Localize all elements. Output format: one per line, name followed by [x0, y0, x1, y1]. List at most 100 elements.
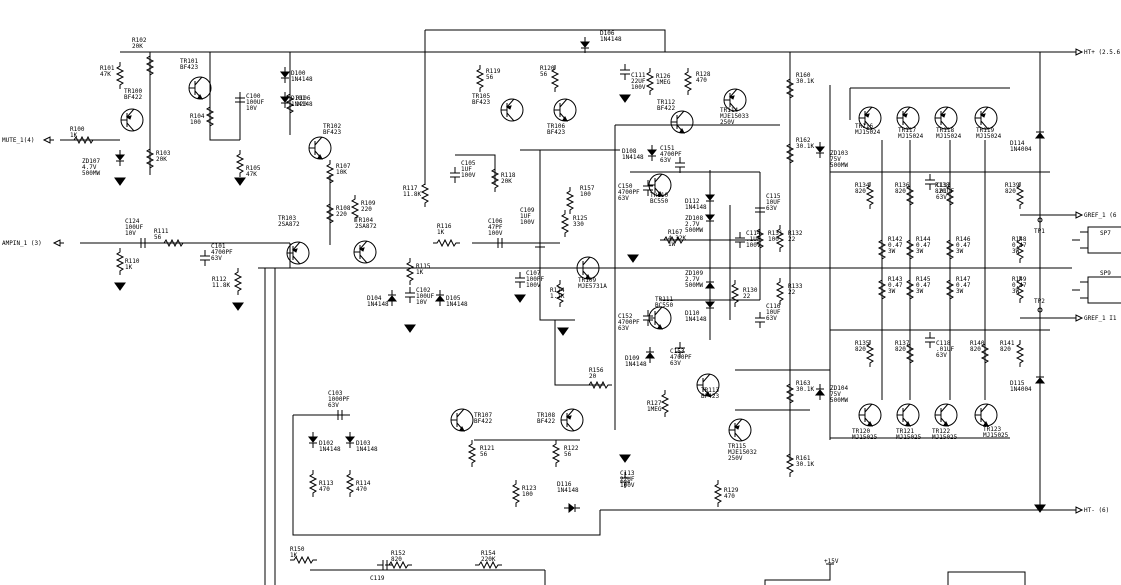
capacitor-ref: C114	[746, 230, 761, 237]
port-ht-plus: HT+ (2.5.6	[1071, 48, 1121, 56]
resistor-ref: R157	[580, 185, 595, 192]
resistor-value: 30.1K	[796, 143, 814, 150]
resistor-value: 0.47	[888, 242, 903, 249]
resistor-ref: R154	[481, 550, 496, 557]
transistor-ref: TR116	[855, 123, 873, 130]
resistor-ref: R124	[550, 287, 565, 294]
capacitor-ref: C111	[631, 72, 646, 79]
port-ampin: AMPIN_1 (3)	[2, 239, 65, 247]
resistor-ref: R149	[1012, 276, 1027, 283]
resistor-value: 0.47	[956, 282, 971, 289]
resistor-value: 470	[356, 486, 367, 493]
resistor-ref: R113	[319, 480, 334, 487]
tp2-label: TP2	[1034, 298, 1045, 305]
ground-icon	[234, 177, 246, 186]
resistor-ref: R123	[522, 485, 537, 492]
capacitor-ref: C100	[246, 93, 261, 100]
resistor-ref: R115	[416, 263, 431, 270]
resistor-value: 0.47	[1012, 242, 1027, 249]
capacitor-rating: 63V	[936, 352, 947, 359]
resistor-ref: R141	[1000, 340, 1015, 347]
capacitor-rating: 63V	[660, 157, 671, 164]
diode-ref: D110	[685, 310, 700, 317]
resistor-value: 470	[696, 77, 707, 84]
resistor-value: 820	[935, 188, 946, 195]
capacitor-value: 22UF	[620, 476, 635, 483]
resistor-value: 1K	[125, 264, 133, 271]
resistor-ref: R152	[391, 550, 406, 557]
transistor-value: BF423	[180, 64, 198, 71]
transistor-value: 2SA872	[355, 223, 377, 230]
resistor-value: 11.8K	[212, 282, 230, 289]
diode-ref: D101	[291, 95, 306, 102]
ground-icon	[619, 454, 631, 463]
transistor-value: 2SA872	[278, 221, 300, 228]
resistor-ref: R162	[796, 137, 811, 144]
capacitor-value: 4700PF	[211, 249, 233, 256]
port-gref2-label: GREF_1 I1	[1084, 315, 1117, 322]
port-mute-label: MUTE_1(4)	[2, 137, 35, 144]
transistor-ref: TR121	[896, 428, 914, 435]
resistor-value: 30.1K	[796, 78, 814, 85]
capacitor-rating: 10V	[416, 299, 427, 306]
resistor-value: 820	[970, 346, 981, 353]
resistor-ref: R134	[855, 182, 870, 189]
resistor-value: 11.8K	[403, 191, 421, 198]
ground-icon	[1034, 504, 1046, 513]
resistor-value: 4.32K	[668, 235, 686, 242]
transistor-ref: TR112	[657, 99, 675, 106]
resistor-value: 56	[486, 74, 494, 81]
transistor-value: MJ15025	[932, 434, 958, 441]
resistor-ref: R111	[154, 228, 169, 235]
capacitor-rating: 100V	[526, 282, 541, 289]
resistor-rating: 3W	[888, 288, 896, 295]
speaker-sp9: SP9	[1080, 270, 1121, 304]
resistor-ref: R119	[486, 68, 501, 75]
resistor-value: 56	[540, 71, 548, 78]
resistor-ref: R121	[480, 445, 495, 452]
capacitor-rating: 63V	[766, 315, 777, 322]
resistor-ref: R110	[125, 258, 140, 265]
diode-value: 1N4148	[625, 361, 647, 368]
transistor-value: MJ15024	[898, 133, 924, 140]
capacitor-ref: C109	[520, 207, 535, 214]
resistor-ref: R144	[916, 236, 931, 243]
transistor-ref: TR119	[976, 127, 994, 134]
capacitor-value: 1UF	[461, 166, 472, 173]
capacitor-rating: 100V	[620, 482, 635, 489]
resistor-value: 20	[589, 373, 597, 380]
capacitor-value: 4700PF	[660, 151, 682, 158]
resistor-value: 820	[895, 346, 906, 353]
resistor-value: 220	[361, 206, 372, 213]
